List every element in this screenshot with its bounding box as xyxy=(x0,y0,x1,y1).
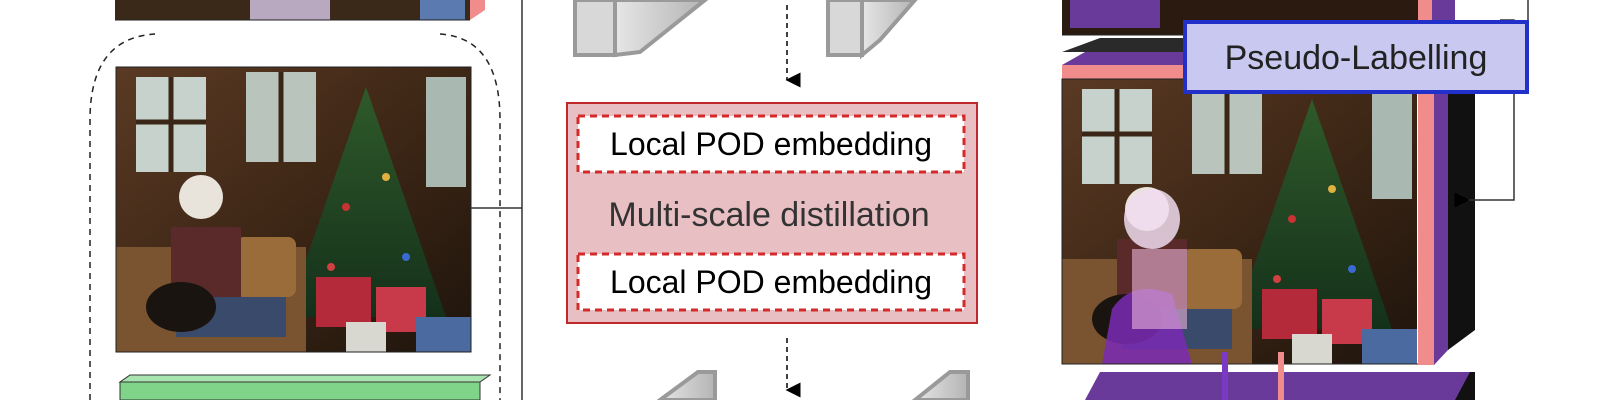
side-slab-purple xyxy=(1434,50,1448,365)
multi-scale-distillation-box: Local POD embedding Multi-scale distilla… xyxy=(566,102,978,324)
local-pod-embedding-bottom-label: Local POD embedding xyxy=(610,264,932,300)
pseudo-labelling-box: Pseudo-Labelling xyxy=(1183,20,1529,94)
green-feature-block xyxy=(118,374,492,400)
top-input-image-edge xyxy=(115,0,485,21)
local-pod-embedding-bottom: Local POD embedding xyxy=(576,252,966,312)
conv-block-top-left xyxy=(573,0,709,58)
right-output-column: Pseudo-Labelling xyxy=(1062,0,1529,400)
left-input-column xyxy=(89,0,523,400)
conv-block-bottom-left xyxy=(656,370,717,400)
side-slab-pink xyxy=(1418,65,1434,365)
input-image xyxy=(116,67,471,352)
input-group-dashed-outline xyxy=(89,33,501,400)
multi-scale-distillation-title: Multi-scale distillation xyxy=(608,196,929,234)
pseudo-labelling-label: Pseudo-Labelling xyxy=(1225,39,1488,77)
local-pod-embedding-top: Local POD embedding xyxy=(576,114,966,174)
bottom-segmentation-slab xyxy=(1085,352,1475,400)
side-slab-black xyxy=(1448,30,1475,350)
pseudo-labelling-feedback-arrow xyxy=(1454,58,1515,208)
pseudo-labelled-image xyxy=(1062,79,1433,364)
local-pod-embedding-top-label: Local POD embedding xyxy=(610,126,932,162)
conv-block-top-right xyxy=(826,0,918,60)
conv-block-bottom-right xyxy=(911,370,970,400)
